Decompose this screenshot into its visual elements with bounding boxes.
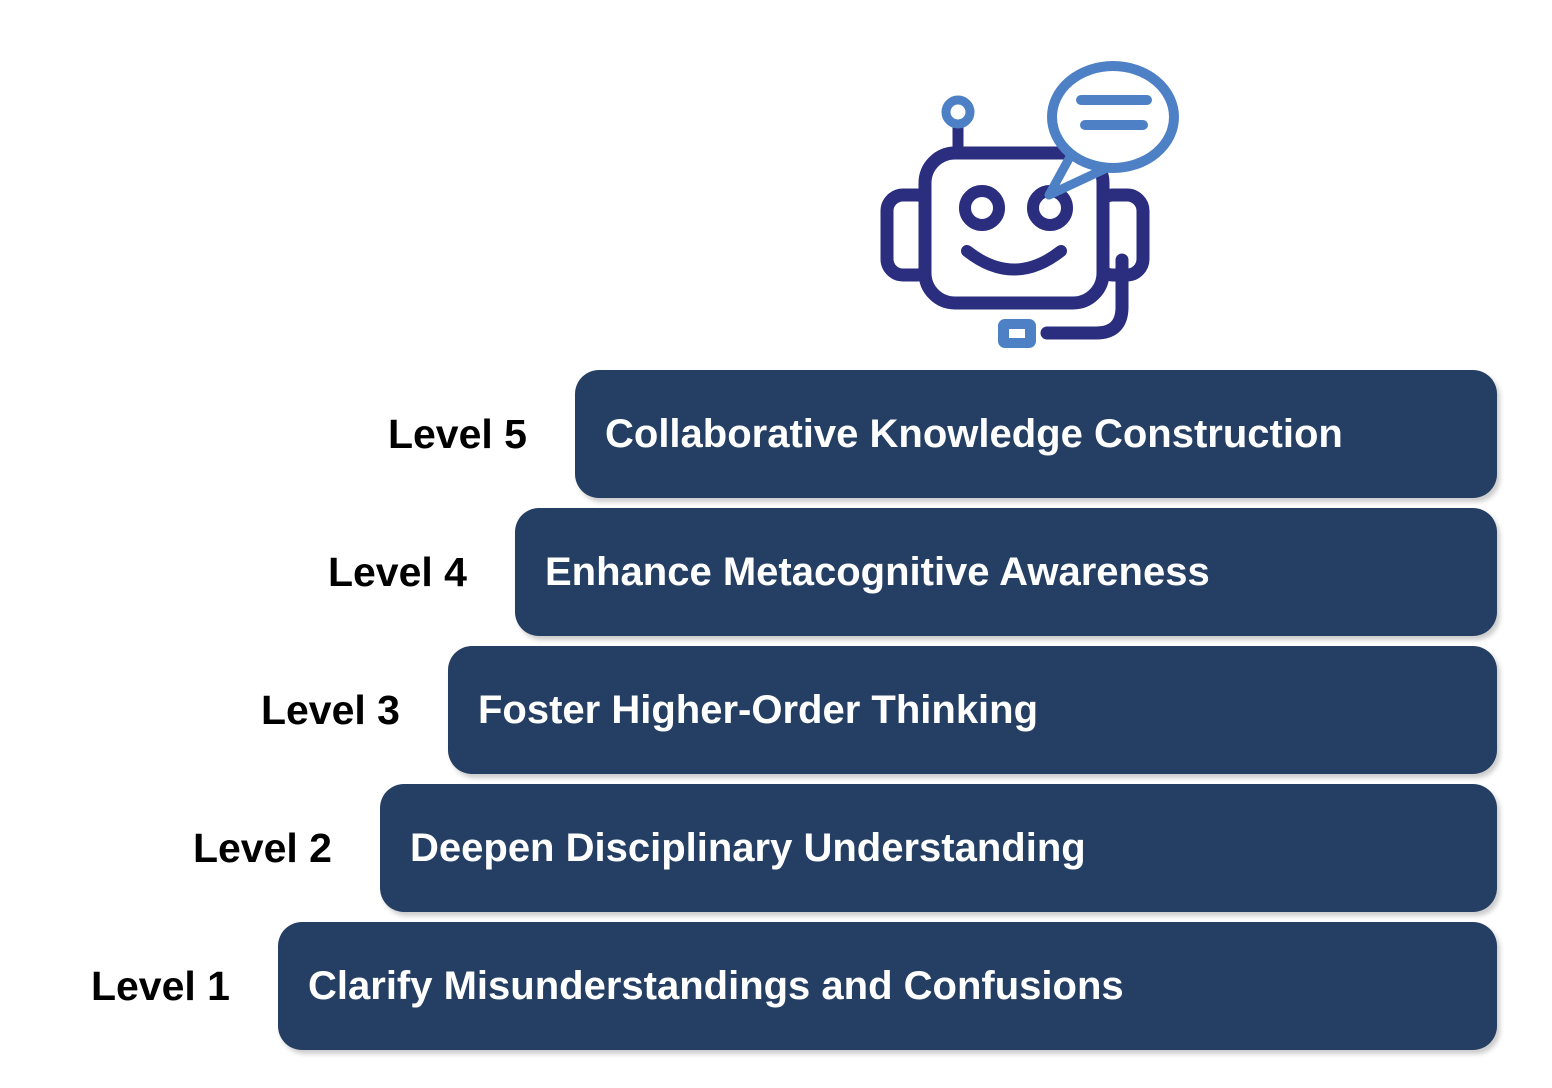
level-1-bar: Clarify Misunderstandings and Confusions [278,922,1497,1050]
level-5-title: Collaborative Knowledge Construction [605,411,1343,456]
level-3-row: Level 3 Foster Higher-Order Thinking [0,646,1497,774]
robot-left-eye-icon [959,185,1005,231]
robot-mic-slot-icon [1009,329,1025,338]
level-3-bar: Foster Higher-Order Thinking [448,646,1497,774]
level-5-row: Level 5 Collaborative Knowledge Construc… [0,370,1497,498]
chatbot-icon [880,61,1179,348]
speech-bubble-icon [1047,61,1179,173]
robot-antenna-ball-icon [941,95,975,129]
level-2-row: Level 2 Deepen Disciplinary Understandin… [0,784,1497,912]
level-4-label: Level 4 [327,548,467,595]
robot-mouth-icon [961,245,1067,276]
level-3-title: Foster Higher-Order Thinking [478,687,1039,732]
level-5-label: Level 5 [387,410,527,457]
level-2-title: Deepen Disciplinary Understanding [410,825,1086,870]
level-2-bar: Deepen Disciplinary Understanding [380,784,1497,912]
level-1-title: Clarify Misunderstandings and Confusions [308,963,1124,1008]
level-1-row: Level 1 Clarify Misunderstandings and Co… [0,922,1497,1050]
level-4-bar: Enhance Metacognitive Awareness [515,508,1497,636]
level-1-label: Level 1 [90,962,230,1009]
level-4-title: Enhance Metacognitive Awareness [545,549,1210,594]
level-4-row: Level 4 Enhance Metacognitive Awareness [0,508,1497,636]
level-3-label: Level 3 [260,686,400,733]
robot-headset-arm-icon [1040,253,1129,340]
level-2-label: Level 2 [192,824,332,871]
level-5-bar: Collaborative Knowledge Construction [575,370,1497,498]
